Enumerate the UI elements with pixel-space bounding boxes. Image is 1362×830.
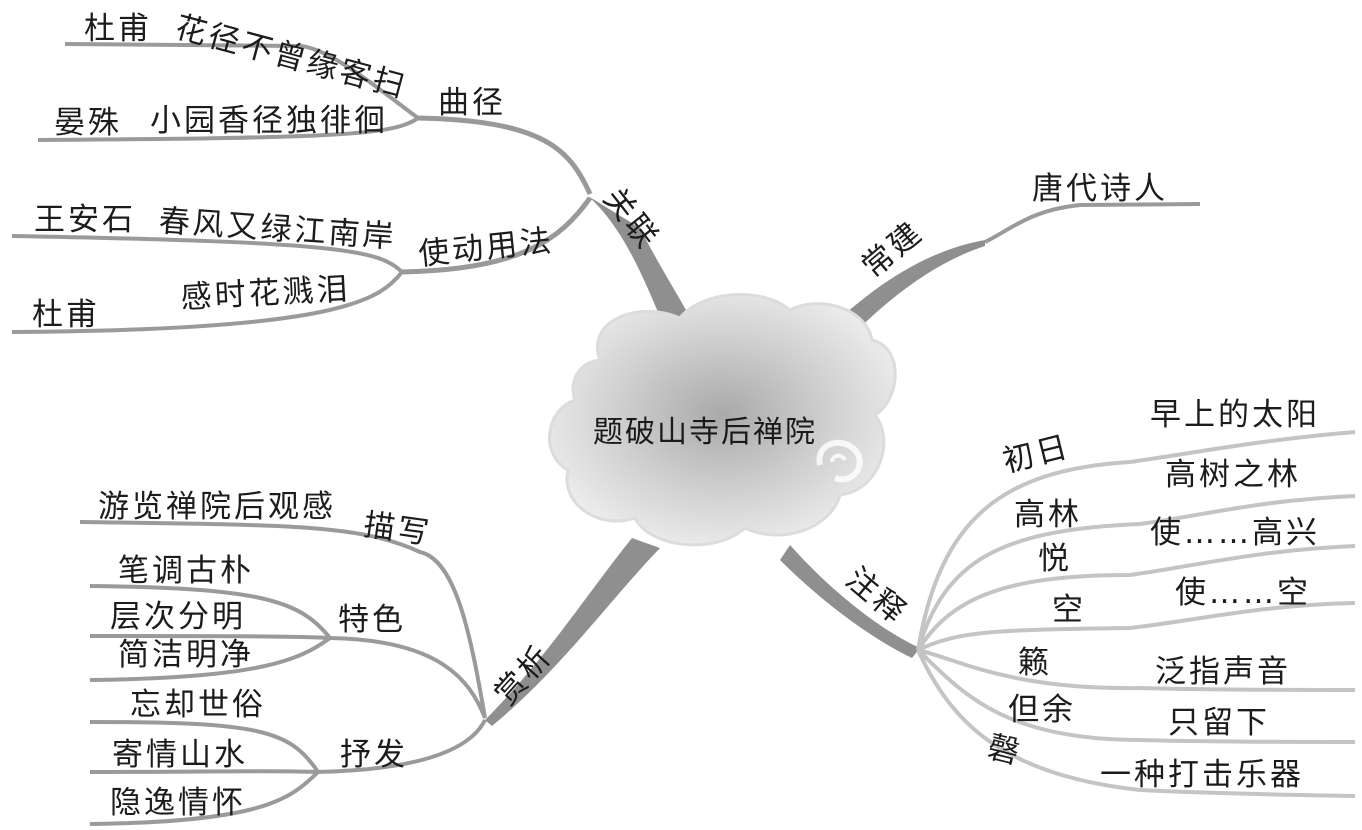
shidong-author-2: 杜甫 [32, 300, 100, 331]
branch-changjian-detail [985, 204, 1200, 242]
zhushi-meaning-5: 泛指声音 [1155, 657, 1291, 688]
center-title: 题破山寺后禅院 [593, 418, 817, 448]
miaoxie-detail: 游览禅院后观感 [98, 492, 336, 523]
zhushi-meaning-1: 早上的太阳 [1150, 400, 1320, 431]
tese-item-1: 笔调古朴 [118, 556, 254, 587]
shufa-item-1: 忘却世俗 [130, 690, 266, 721]
zhushi-term-4: 空 [1052, 595, 1086, 626]
zhushi-term-7: 磬 [985, 732, 1025, 770]
zhushi-meaning-4: 使……空 [1175, 578, 1311, 609]
zhushi-meaning-2: 高树之林 [1165, 460, 1301, 491]
shidong-author-1: 王安石 [34, 205, 136, 236]
branch-label-miaoxie: 描写 [362, 510, 434, 550]
zhushi-term-5: 籁 [1018, 648, 1052, 679]
qujing-line-2: 小园香径独徘徊 [150, 106, 388, 137]
zhushi-term-2: 高林 [1014, 500, 1082, 531]
zhushi-meaning-3: 使……高兴 [1150, 518, 1320, 549]
shidong-line-2: 感时花溅泪 [180, 274, 351, 314]
zhushi-meaning-6: 只留下 [1168, 708, 1270, 739]
tese-item-2: 层次分明 [110, 602, 246, 633]
branch-qujing [415, 118, 590, 194]
shufa-item-2: 寄情山水 [112, 740, 248, 771]
zhushi-term-3: 悦 [1038, 544, 1072, 575]
zhushi-term-6: 但余 [1008, 695, 1076, 726]
qujing-author-2: 晏殊 [54, 108, 122, 139]
branch-tese [330, 638, 485, 718]
shufa-item-3: 隐逸情怀 [110, 788, 246, 819]
zhushi-meaning-7: 一种打击乐器 [1100, 760, 1304, 791]
branch-label-shufa: 抒发 [340, 740, 408, 771]
qujing-author-1: 杜甫 [84, 14, 152, 45]
tese-item-3: 简洁明净 [118, 640, 254, 671]
changjian-detail: 唐代诗人 [1032, 174, 1168, 205]
branch-label-qujing: 曲径 [438, 88, 506, 119]
branch-label-tese: 特色 [338, 605, 406, 636]
